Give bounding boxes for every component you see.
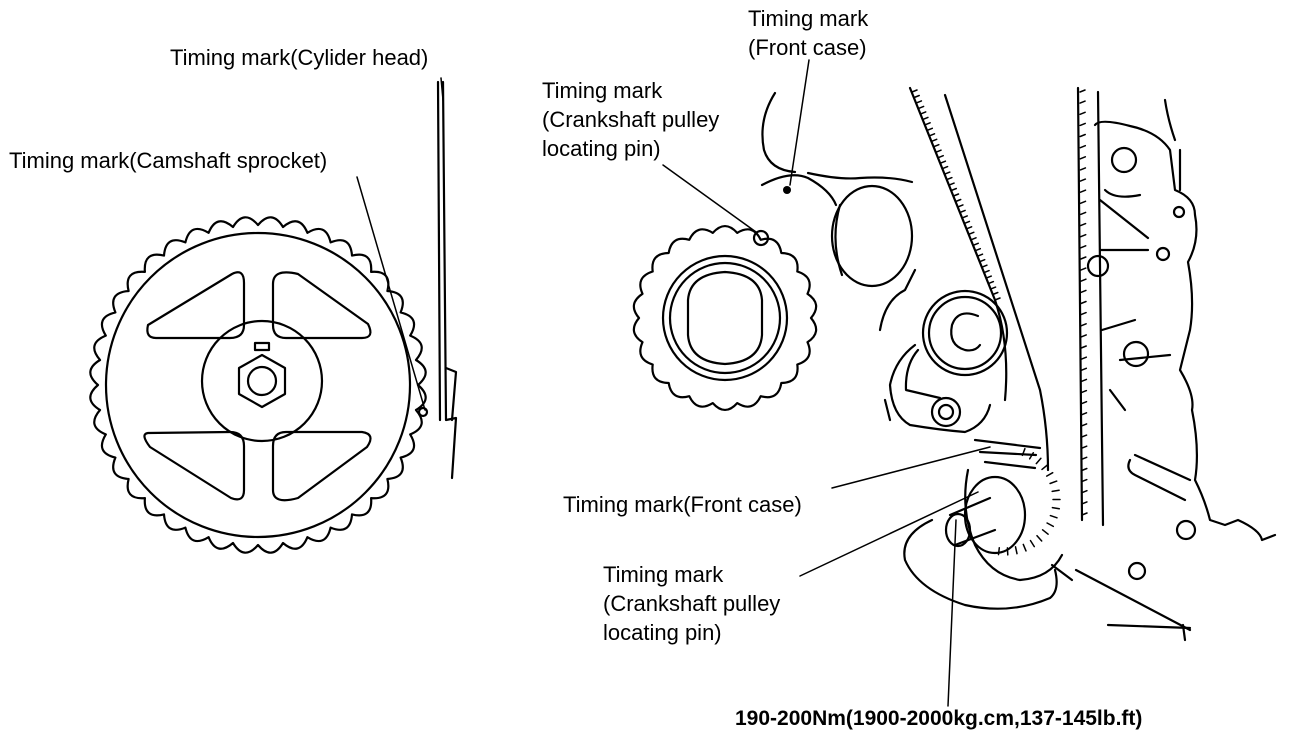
leader-crank-pin-bottom <box>799 491 979 577</box>
leader-front-case-mid <box>831 446 991 489</box>
label-timing-mark-crank-pin-top: Timing mark (Crankshaft pulley locating … <box>542 76 719 163</box>
label-timing-mark-camshaft-sprocket: Timing mark(Camshaft sprocket) <box>9 148 328 173</box>
leader-cyl-head <box>440 77 444 101</box>
label-line: (Crankshaft pulley <box>542 107 720 132</box>
label-line: (Crankshaft pulley <box>603 591 781 616</box>
engine-front-case <box>760 86 1277 642</box>
label-timing-mark-front-case-top: Timing mark (Front case) <box>748 4 868 62</box>
crankshaft-sprocket <box>632 224 818 412</box>
label-line: Timing mark <box>748 6 869 31</box>
label-torque-spec: 190-200Nm(1900-2000kg.cm,137-145lb.ft) <box>735 707 1143 730</box>
label-line: Timing mark <box>542 78 663 103</box>
camshaft-sprocket <box>89 216 429 554</box>
label-line: locating pin) <box>542 136 661 161</box>
label-line: locating pin) <box>603 620 722 645</box>
leader-crank-pin-top <box>662 164 757 233</box>
label-timing-mark-crank-pin-bottom: Timing mark (Crankshaft pulley locating … <box>603 560 780 647</box>
label-line: (Front case) <box>748 35 867 60</box>
cylinder-head-mark <box>436 80 458 480</box>
label-timing-mark-front-case-mid: Timing mark(Front case) <box>563 492 802 517</box>
label-line: Timing mark <box>603 562 724 587</box>
leader-cam-sprocket <box>356 176 426 411</box>
label-timing-mark-cylinder-head: Timing mark(Cylider head) <box>170 45 429 70</box>
leader-front-case-top <box>789 59 810 186</box>
leader-torque <box>947 519 957 707</box>
